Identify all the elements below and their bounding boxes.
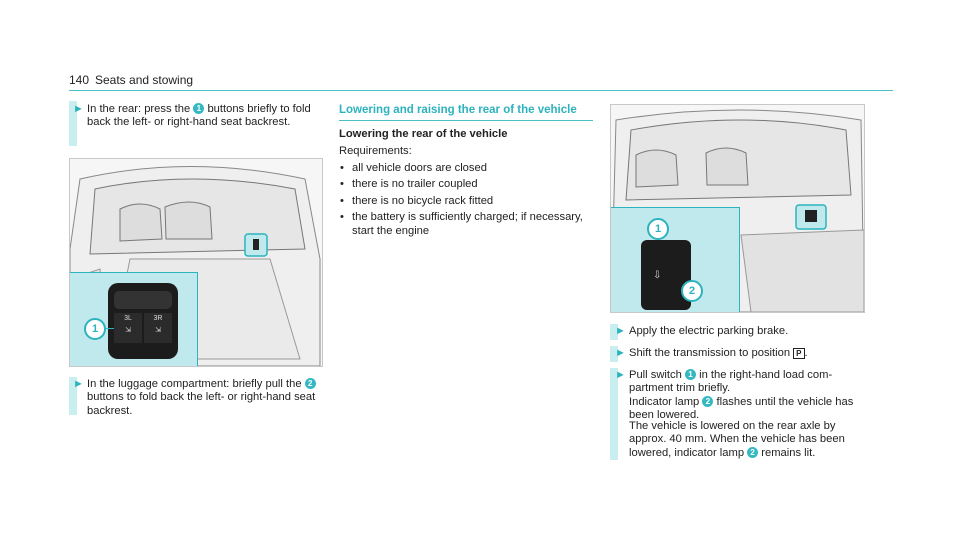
step-text: Apply the electric parking brake.	[629, 325, 789, 337]
list-item: all vehicle doors are closed	[339, 162, 589, 176]
callout-badge-2: 2	[747, 446, 759, 458]
step-text: Pull switch	[629, 369, 685, 381]
step-highlight-bar	[69, 101, 77, 146]
callout-circle-1: 1	[647, 218, 669, 240]
right-step-3-note: The vehicle is lowered on the rear axle …	[629, 420, 863, 460]
button-panel: 3L⇲ 3R⇲	[108, 283, 178, 359]
section-heading: Lowering and raising the rear of the veh…	[339, 104, 577, 116]
step-arrow-icon: ►	[615, 325, 626, 337]
section-divider	[339, 120, 593, 121]
callout-badge-2: 2	[304, 378, 316, 389]
step-arrow-icon: ►	[73, 103, 84, 115]
rear-seat-buttons-illustration: 3L⇲ 3R⇲ 1	[69, 158, 323, 367]
step-text: In the luggage compartment: briefly pull…	[87, 378, 305, 390]
page-header-title: Seats and stowing	[95, 73, 194, 87]
step-highlight-bar	[610, 324, 618, 340]
callout-circle-2: 2	[681, 280, 703, 302]
gear-position-p-icon: P	[793, 348, 805, 359]
callout-circle-1: 1	[84, 318, 106, 340]
page-number: 140	[69, 73, 90, 87]
step-arrow-icon: ►	[615, 347, 626, 359]
step-arrow-icon: ►	[73, 378, 84, 390]
left-step-1: ► In the rear: press the 1 buttons brief…	[73, 103, 317, 130]
step-highlight-bar	[69, 377, 77, 415]
callout-badge-2: 2	[702, 395, 714, 407]
right-step-1: ► Apply the electric parking brake.	[615, 325, 863, 338]
list-item: there is no trailer coupled	[339, 178, 589, 192]
step-text: in the right-hand load com­partment trim…	[629, 369, 833, 395]
button-detail-inset: 3L⇲ 3R⇲ 1	[70, 272, 198, 366]
button-label: 3L	[124, 315, 132, 322]
step-text: buttons to fold back the left- or right-…	[87, 391, 316, 417]
right-step-2: ► Shift the transmission to position P.	[615, 347, 863, 360]
header-divider	[69, 90, 893, 91]
requirements-label: Requirements:	[339, 145, 412, 157]
step-text: remains lit.	[758, 446, 816, 459]
list-item: the battery is sufficiently charged; if …	[339, 211, 589, 238]
requirements-list: all vehicle doors are closed there is no…	[339, 162, 589, 241]
seat-button-right[interactable]: 3R⇲	[144, 313, 172, 343]
callout-badge-1: 1	[193, 103, 205, 114]
right-step-3: ► Pull switch 1 in the right-hand load c…	[615, 369, 863, 423]
callout-badge-1: 1	[684, 369, 696, 380]
button-label: 3R	[153, 315, 163, 322]
step-text: flashes until the vehicle has been lower…	[629, 395, 854, 422]
load-switch[interactable]: ⇩	[641, 240, 691, 310]
step-highlight-bar	[610, 346, 618, 362]
step-highlight-bar	[610, 368, 618, 460]
seat-button-left[interactable]: 3L⇲	[114, 313, 142, 343]
step-text: .	[804, 347, 808, 359]
load-compartment-switch-illustration: ⇩ 1 2	[610, 104, 865, 313]
step-text: The vehicle is lowered on the rear axle …	[629, 420, 845, 459]
step-arrow-icon: ►	[615, 369, 626, 381]
list-item: there is no bicycle rack fitted	[339, 195, 589, 209]
switch-detail-inset: ⇩ 1 2	[611, 207, 740, 312]
step-text: buttons briefly to fold back the left- o…	[87, 103, 311, 129]
left-step-2: ► In the luggage compartment: briefly pu…	[73, 378, 319, 418]
lowering-icon: ⇩	[653, 270, 662, 281]
step-text: In the rear: press the	[87, 103, 194, 115]
step-text: Shift the transmission to position	[629, 347, 794, 359]
step-text: Indicator lamp	[629, 395, 703, 408]
sub-heading: Lowering the rear of the vehicle	[339, 128, 508, 140]
